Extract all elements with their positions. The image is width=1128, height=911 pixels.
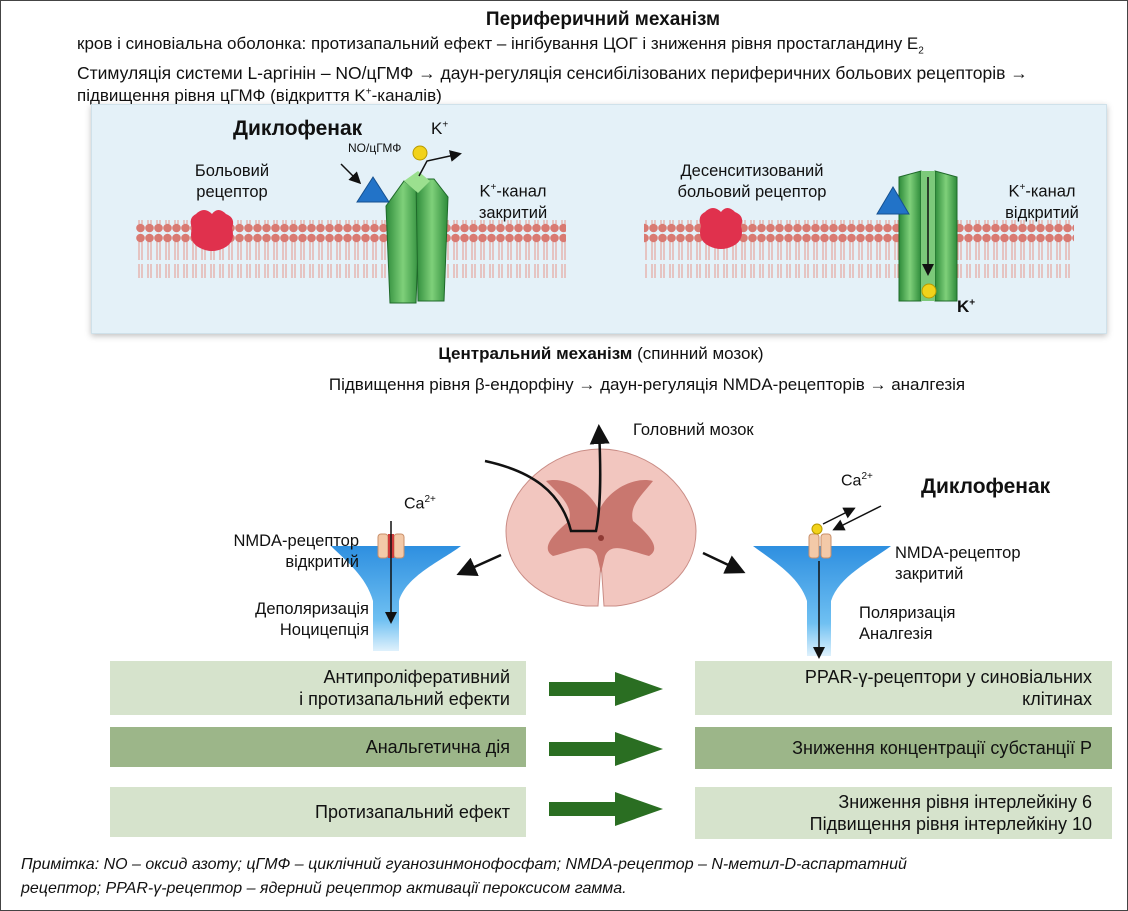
effect-box-left-3: Протизапальний ефект xyxy=(110,787,526,837)
ca-right-label: Ca2+ xyxy=(841,471,873,490)
no-cgmp-label: NO/цГМФ xyxy=(348,141,402,155)
drug-label-central: Диклофенак xyxy=(921,475,1051,498)
drug-triangle-left xyxy=(356,176,390,203)
effect-box-left-2: Анальгетична дія xyxy=(110,727,526,767)
peripheral-line-3: підвищення рівня цГМФ (відкриття K+-кана… xyxy=(77,86,442,105)
peripheral-title: Периферичний механізм xyxy=(485,9,721,30)
central-line: Підвищення рівня β-ендорфіну → даун-регу… xyxy=(328,375,966,394)
footnote: Примітка: NO – оксид азоту; цГМФ – циклі… xyxy=(21,856,907,897)
k-ion-right xyxy=(921,283,937,299)
drug-label-peripheral: Диклофенак xyxy=(233,117,363,140)
neuron-left xyxy=(331,546,461,651)
pain-receptor-left xyxy=(190,210,234,251)
effect-arrow-1 xyxy=(549,672,663,706)
drug-triangle-right xyxy=(876,186,910,215)
effect-arrow-3 xyxy=(549,792,663,826)
effect-arrow-2 xyxy=(549,732,663,766)
k-ion-left xyxy=(412,145,428,161)
effect-box-right-2: Зниження концентрації субстанції Р xyxy=(695,727,1112,769)
peripheral-line-1: кров і синовіальна оболонка: протизапаль… xyxy=(77,34,924,57)
nmda-receptor-closed xyxy=(808,533,832,559)
k-channel-closed xyxy=(385,171,449,304)
brain-label: Головний мозок xyxy=(633,421,754,439)
ca-left-label: Ca2+ xyxy=(404,494,436,513)
pain-receptor-right xyxy=(699,208,743,249)
neuron-right xyxy=(753,546,891,656)
central-title: Центральний механізм (спинний мозок) xyxy=(438,344,764,363)
drug-ion-central xyxy=(811,523,823,535)
spinal-cord-illustration xyxy=(505,448,697,607)
peripheral-line-2: Стимуляція системи L-аргінін – NO/цГМФ →… xyxy=(77,63,1028,83)
k-ion-bottom-label: K+ xyxy=(957,297,976,316)
k-ion-label: K+ xyxy=(431,119,449,138)
